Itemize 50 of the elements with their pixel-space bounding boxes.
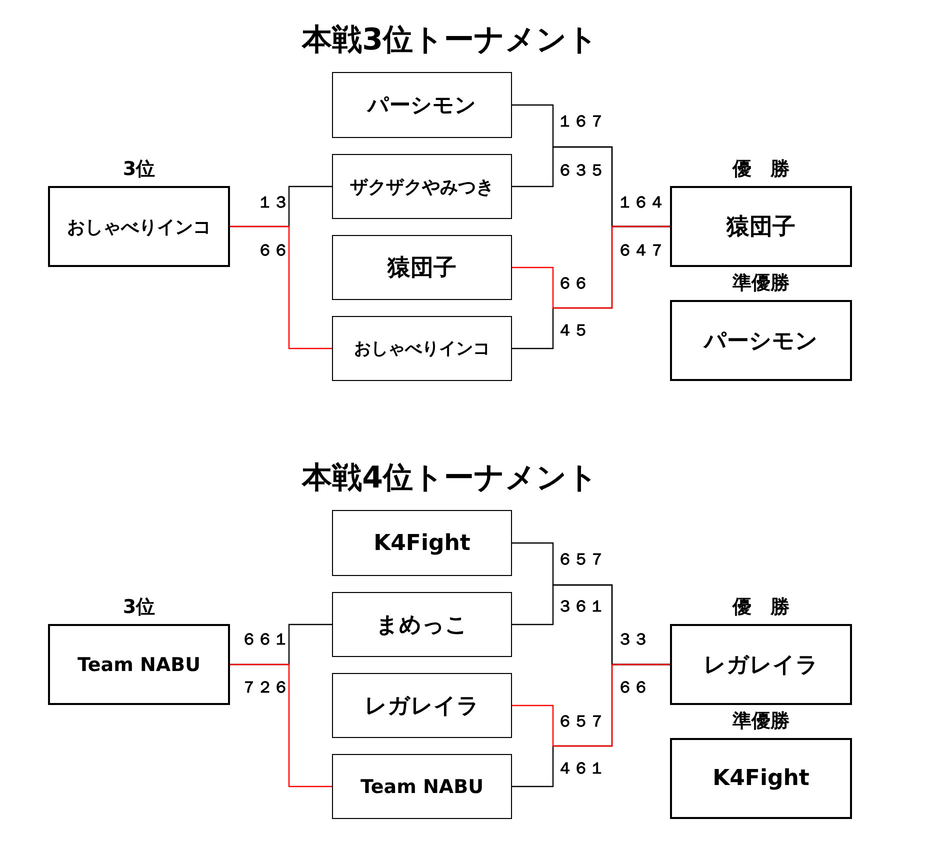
score-label: ４６１ [557, 758, 605, 780]
team-box [332, 72, 512, 138]
team-name: パーシモン [704, 328, 818, 356]
score-label: ７２６ [241, 678, 289, 698]
placement-heading: 準優勝 [732, 271, 790, 296]
placement-heading: 優 勝 [731, 157, 790, 182]
team-name: おしゃべりインコ [67, 216, 211, 238]
team-box [332, 154, 512, 219]
score-label: ６３５ [557, 160, 605, 182]
team-box [332, 592, 512, 657]
score-label: ３３ [617, 630, 649, 650]
team-name: まめっこ [376, 612, 468, 640]
bracket-line [230, 226, 332, 350]
score-label: ６６１ [241, 630, 289, 650]
placement-heading: 優 勝 [731, 595, 790, 620]
score-label: ６５７ [557, 712, 605, 732]
score-label: ６６ [617, 678, 649, 698]
team-name: 猿団子 [388, 254, 456, 283]
team-name: パーシモン [368, 92, 476, 119]
tournament-title: 本戦3位トーナメント [302, 22, 598, 60]
score-label: ４５ [557, 320, 589, 342]
team-box [332, 235, 512, 300]
bracket-line [230, 664, 332, 788]
placement-heading: 3位 [122, 595, 156, 620]
score-label: １６７ [557, 112, 605, 132]
team-name: レガレイラ [364, 692, 480, 720]
team-name: K4Fight [374, 530, 470, 556]
team-box [332, 316, 512, 381]
team-box [332, 754, 512, 819]
tournament-title: 本戦4位トーナメント [302, 460, 598, 498]
score-label: ３６１ [557, 596, 605, 618]
score-label: ６６ [257, 240, 289, 262]
score-label: １３ [257, 192, 289, 214]
score-label: ６６ [557, 274, 589, 294]
team-name: レガレイラ [704, 652, 818, 680]
team-name: 猿団子 [726, 213, 796, 242]
team-name: ザクザクやみつき [350, 176, 494, 198]
score-label: ６５７ [557, 550, 605, 570]
team-name: おしゃべりインコ [354, 338, 490, 360]
placement-heading: 3位 [122, 157, 156, 182]
team-name: K4Fight [712, 766, 810, 791]
team-box [332, 673, 512, 738]
score-label: １６４ [617, 192, 665, 214]
team-box [332, 510, 512, 576]
team-name: Team NABU [360, 776, 484, 798]
score-label: ６４７ [617, 240, 665, 262]
team-name: Team NABU [77, 654, 201, 676]
bracket-line [512, 226, 670, 309]
bracket-line [512, 664, 670, 747]
placement-heading: 準優勝 [732, 709, 790, 734]
